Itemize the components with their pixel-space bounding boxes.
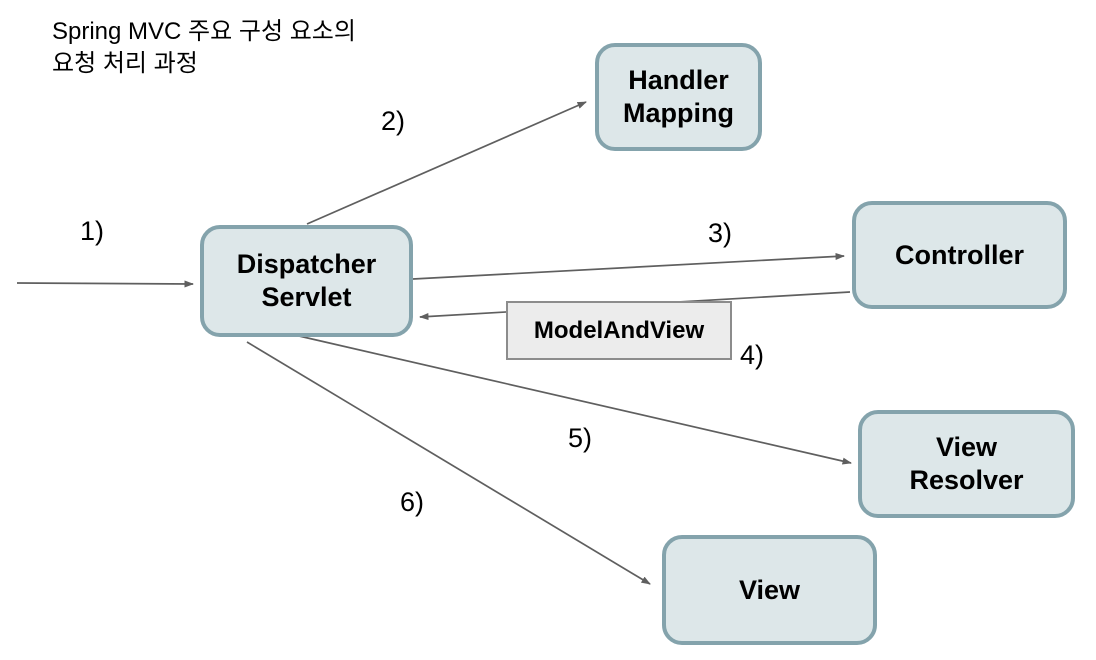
node-view-resolver: View Resolver bbox=[858, 410, 1075, 518]
step-label-1: 1) bbox=[80, 216, 105, 246]
arrow-1-request-to-dispatcher bbox=[16, 280, 194, 288]
arrow-6-to-view bbox=[246, 341, 651, 585]
node-handler-mapping: Handler Mapping bbox=[595, 43, 762, 151]
step-label-4: 4) bbox=[740, 340, 765, 370]
node-model-and-view: ModelAndView bbox=[506, 301, 732, 360]
step-label-2: 2) bbox=[381, 106, 406, 136]
arrow-5-to-view-resolver bbox=[298, 335, 852, 465]
diagram-title: Spring MVC 주요 구성 요소의 요청 처리 과정 bbox=[52, 18, 356, 77]
node-controller: Controller bbox=[852, 201, 1067, 309]
node-dispatcher-servlet: Dispatcher Servlet bbox=[200, 225, 413, 337]
step-label-3: 3) bbox=[708, 218, 733, 248]
node-view: View bbox=[662, 535, 877, 645]
step-label-6: 6) bbox=[400, 487, 425, 517]
step-label-5: 5) bbox=[568, 423, 593, 453]
arrow-3-to-controller bbox=[412, 252, 845, 280]
arrow-2-to-handler-mapping bbox=[306, 101, 587, 225]
